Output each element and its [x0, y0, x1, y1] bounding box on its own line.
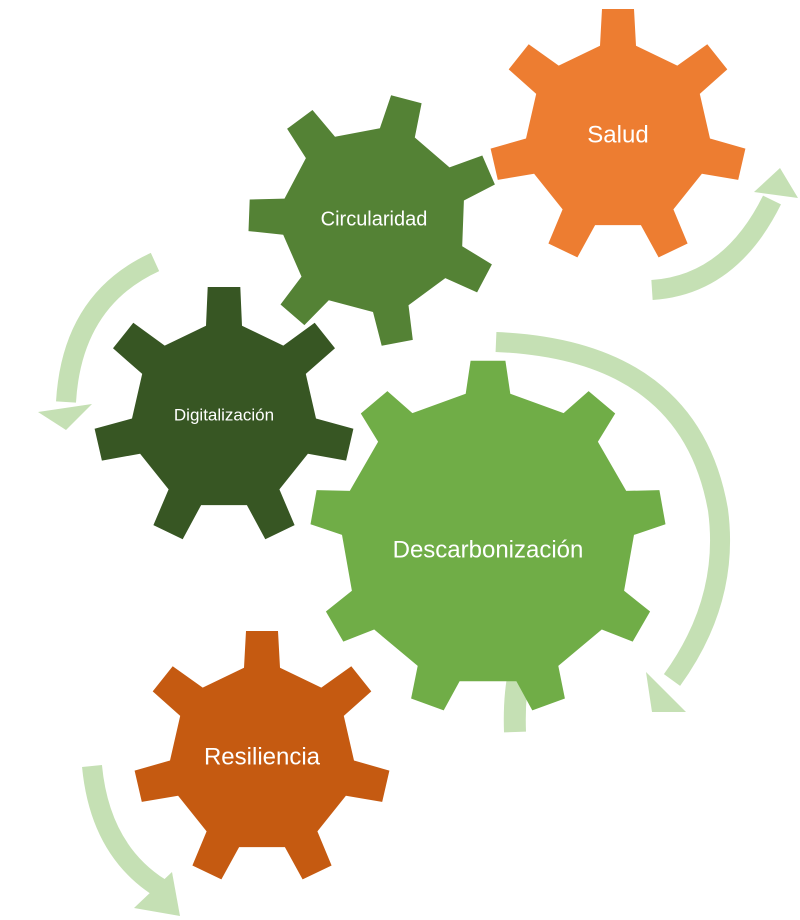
- gear-shape-circularidad: [248, 95, 495, 346]
- gear-label-descarbonizacion: Descarbonización: [393, 536, 584, 563]
- arrow-descarbonizacion-outer-rotation: [495, 332, 730, 712]
- arrow-shaft: [56, 252, 160, 403]
- arrow-head: [754, 168, 798, 198]
- gear-resiliencia: Resiliencia: [134, 631, 390, 880]
- arrow-shaft: [82, 764, 166, 897]
- arrow-salud-rotation: [651, 168, 798, 300]
- arrow-shaft: [651, 195, 781, 300]
- gear-shape-salud: [490, 9, 746, 258]
- gear-shape-digitalizacion: [94, 287, 354, 540]
- gear-digitalizacion: Digitalización: [94, 287, 354, 540]
- arrow-digitalizacion-rotation: [38, 252, 160, 430]
- arrow-head: [134, 872, 180, 916]
- arrow-resiliencia-rotation: [82, 764, 180, 916]
- gear-label-circularidad: Circularidad: [321, 208, 428, 230]
- gear-salud: Salud: [490, 9, 746, 258]
- gear-shape-resiliencia: [134, 631, 390, 880]
- rotation-arrows: [38, 168, 798, 916]
- gear-label-digitalizacion: Digitalización: [174, 405, 274, 424]
- gear-descarbonizacion: Descarbonización: [310, 360, 666, 711]
- arrow-head: [646, 672, 686, 712]
- arrow-head: [38, 404, 92, 430]
- gear-label-resiliencia: Resiliencia: [204, 743, 321, 770]
- gear-shape-descarbonizacion: [310, 360, 666, 711]
- gear-circularidad: Circularidad: [248, 95, 495, 346]
- arrow-shaft: [495, 332, 730, 686]
- gear-label-salud: Salud: [587, 121, 648, 148]
